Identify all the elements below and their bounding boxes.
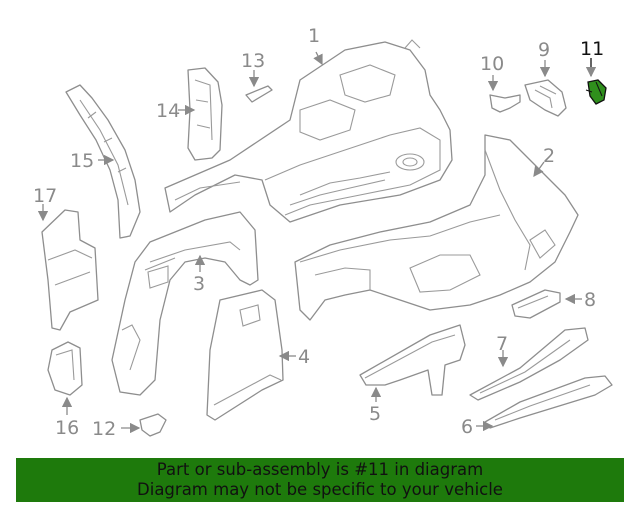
callout-15: 15 xyxy=(70,150,94,172)
part-16-small-trim xyxy=(47,341,83,396)
callout-10: 10 xyxy=(480,53,504,75)
callout-4: 4 xyxy=(298,346,310,368)
banner-line-1: Part or sub-assembly is #11 in diagram xyxy=(156,460,484,479)
callout-1: 1 xyxy=(308,25,320,47)
part-2-quarter-trim xyxy=(294,134,579,321)
callout-8: 8 xyxy=(584,289,596,311)
callout-5: 5 xyxy=(369,403,381,425)
part-7-scuff-plate xyxy=(469,327,589,401)
callout-11: 11 xyxy=(580,38,604,60)
callout-9: 9 xyxy=(538,39,550,61)
part-15-pillar-trim xyxy=(65,84,141,239)
banner-line-2: Diagram may not be specific to your vehi… xyxy=(137,480,503,499)
part-12-clip xyxy=(139,413,167,437)
callout-14: 14 xyxy=(156,100,180,122)
callout-7: 7 xyxy=(496,333,508,355)
callout-6: 6 xyxy=(461,416,473,438)
part-10-clip xyxy=(489,94,521,113)
part-13-trim-piece xyxy=(245,85,273,103)
callout-12: 12 xyxy=(92,418,116,440)
part-6-sill-plate xyxy=(484,375,613,429)
info-banner: Part or sub-assembly is #11 in diagram D… xyxy=(16,458,624,502)
part-11-clip-highlighted xyxy=(585,79,607,105)
part-5-cover xyxy=(359,324,466,396)
part-8-bracket xyxy=(511,289,561,319)
callout-16: 16 xyxy=(55,417,79,439)
part-14-bracket xyxy=(187,67,223,161)
part-9-bracket xyxy=(524,79,567,117)
callout-3: 3 xyxy=(193,273,205,295)
parts-diagram: 1 2 3 4 5 6 7 8 9 10 11 12 13 14 15 16 1… xyxy=(33,25,613,440)
callout-17: 17 xyxy=(33,185,57,207)
part-3-wheelhouse-trim xyxy=(111,211,259,396)
callout-2: 2 xyxy=(543,145,555,167)
callout-13: 13 xyxy=(241,50,265,72)
leader-lines xyxy=(37,51,597,434)
part-4-side-panel xyxy=(206,289,284,421)
part-17-trim-panel xyxy=(41,209,99,331)
